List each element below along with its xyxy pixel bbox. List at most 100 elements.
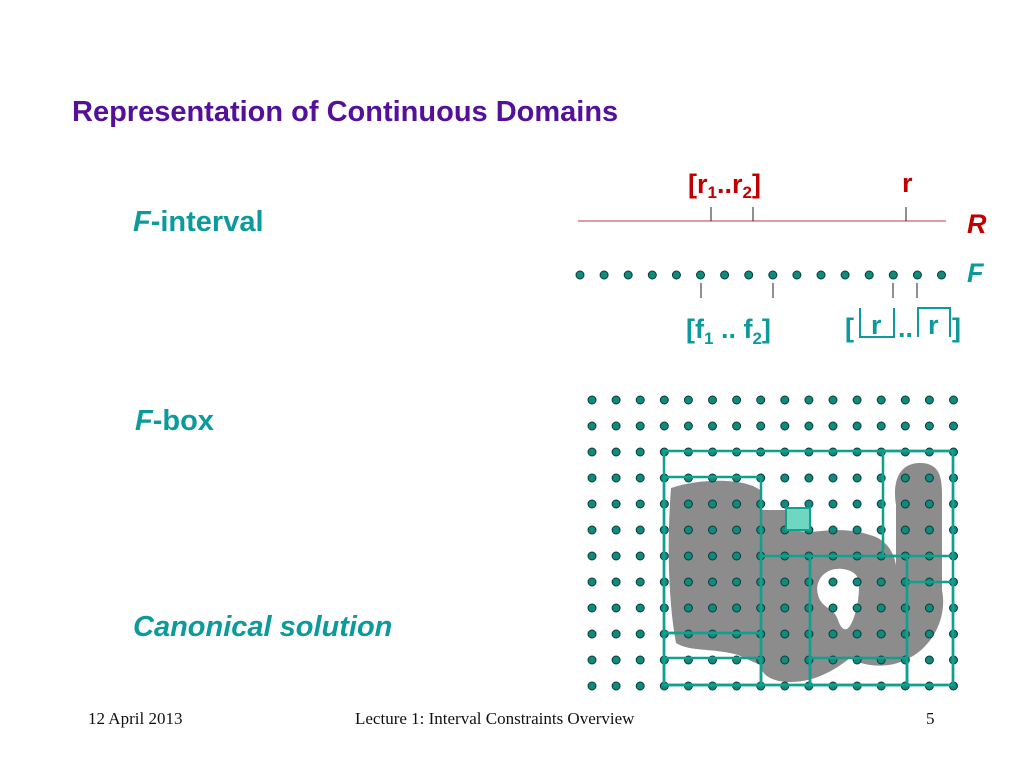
grid-dot	[587, 629, 597, 639]
float-dot	[912, 270, 922, 280]
grid-dot	[587, 473, 597, 483]
grid-dot	[611, 499, 621, 509]
grid-dot	[900, 421, 910, 431]
hull-close-bracket: ]	[952, 313, 961, 343]
grid-dot	[780, 603, 790, 613]
grid-dot	[924, 629, 934, 639]
float-dot	[696, 270, 705, 280]
grid-dot	[683, 603, 693, 613]
grid-dot	[900, 525, 910, 535]
grid-dot	[876, 577, 886, 587]
grid-dot	[587, 499, 597, 509]
grid-dot	[949, 395, 958, 405]
grid-dot	[587, 603, 597, 613]
grid-dot	[708, 395, 717, 405]
grid-dot	[635, 551, 645, 561]
grid-dot	[732, 525, 742, 535]
grid-dot	[852, 525, 862, 535]
grid-dot	[635, 447, 645, 457]
grid-dot	[659, 395, 669, 405]
solution-region	[668, 463, 944, 682]
grid-dot	[828, 603, 838, 613]
grid-dot	[732, 395, 742, 405]
slide-title: Representation of Continuous Domains	[72, 96, 619, 128]
float-dot	[744, 270, 754, 280]
grid-dot	[924, 499, 934, 509]
footer-date: 12 April 2013	[88, 709, 183, 728]
grid-dot	[828, 629, 838, 639]
box-right-top	[881, 449, 955, 558]
grid-dot	[635, 681, 645, 691]
grid-dot	[900, 395, 910, 405]
grid-dot	[635, 603, 645, 613]
float-dot	[768, 270, 778, 280]
grid-dot	[780, 473, 790, 483]
highlight-box	[785, 507, 811, 531]
grid-dot	[852, 421, 862, 431]
float-interval-mid: .. f	[713, 314, 753, 344]
grid-dot	[732, 421, 742, 431]
grid-dot	[587, 447, 597, 457]
grid-dot	[635, 577, 645, 587]
real-interval-open: [r	[688, 169, 708, 199]
float-number-row	[575, 270, 946, 280]
grid-dot	[732, 499, 742, 509]
float-dot	[671, 270, 681, 280]
canonical-solution-label: Canonical solution	[133, 611, 393, 643]
float-interval-close: ]	[762, 314, 771, 344]
grid-dot	[611, 525, 621, 535]
grid-dot	[756, 395, 766, 405]
grid-dot	[635, 421, 645, 431]
grid-dot	[635, 655, 645, 665]
grid-dot	[852, 499, 862, 509]
float-dot	[937, 270, 946, 280]
grid-dot	[708, 421, 717, 431]
grid-dot	[587, 655, 597, 665]
grid-dot	[924, 603, 934, 613]
grid-dot	[900, 499, 910, 509]
grid-dot	[756, 421, 766, 431]
grid-dot	[780, 421, 790, 431]
grid-dot	[876, 421, 886, 431]
grid-dot	[804, 473, 814, 483]
grid-dot	[852, 577, 862, 587]
grid-dot	[635, 473, 645, 483]
grid-dot	[611, 473, 621, 483]
f-interval-label: F-interval	[133, 206, 264, 239]
grid-dot	[611, 395, 621, 405]
floor-bracket	[859, 308, 895, 338]
grid-dot	[659, 421, 669, 431]
float-dot	[864, 270, 874, 280]
grid-dot	[852, 603, 862, 613]
grid-dot	[852, 395, 862, 405]
grid-dot	[852, 629, 862, 639]
float-interval-sub2: 2	[752, 329, 761, 348]
grid-dot	[708, 551, 717, 561]
f-interval-label-rest: -interval	[150, 206, 264, 238]
real-interval-mid: ..r	[717, 169, 743, 199]
grid-dot	[611, 551, 621, 561]
ceil-bracket	[917, 307, 951, 337]
grid-dot	[828, 421, 838, 431]
hull-dots: ..	[898, 313, 913, 343]
grid-dot	[780, 577, 790, 587]
grid-dot	[780, 395, 790, 405]
grid-dot	[828, 525, 838, 535]
grid-dot	[587, 681, 597, 691]
grid-dot	[804, 499, 814, 509]
grid-dot	[804, 421, 814, 431]
real-interval-label: [r1..r2]	[688, 169, 761, 202]
grid-dot	[611, 421, 621, 431]
f-interval-label-italic: F	[133, 206, 151, 238]
hull-floor-r: r	[871, 310, 882, 340]
float-dot	[888, 270, 898, 280]
float-interval-label: [f1 .. f2]	[686, 314, 771, 348]
grid-dot	[876, 629, 886, 639]
grid-dot	[708, 577, 717, 587]
real-interval-sub2: 2	[742, 183, 751, 202]
grid-dot	[635, 525, 645, 535]
float-interval-open: [f	[686, 314, 705, 344]
float-dot	[647, 270, 657, 280]
grid-dot	[587, 525, 597, 535]
